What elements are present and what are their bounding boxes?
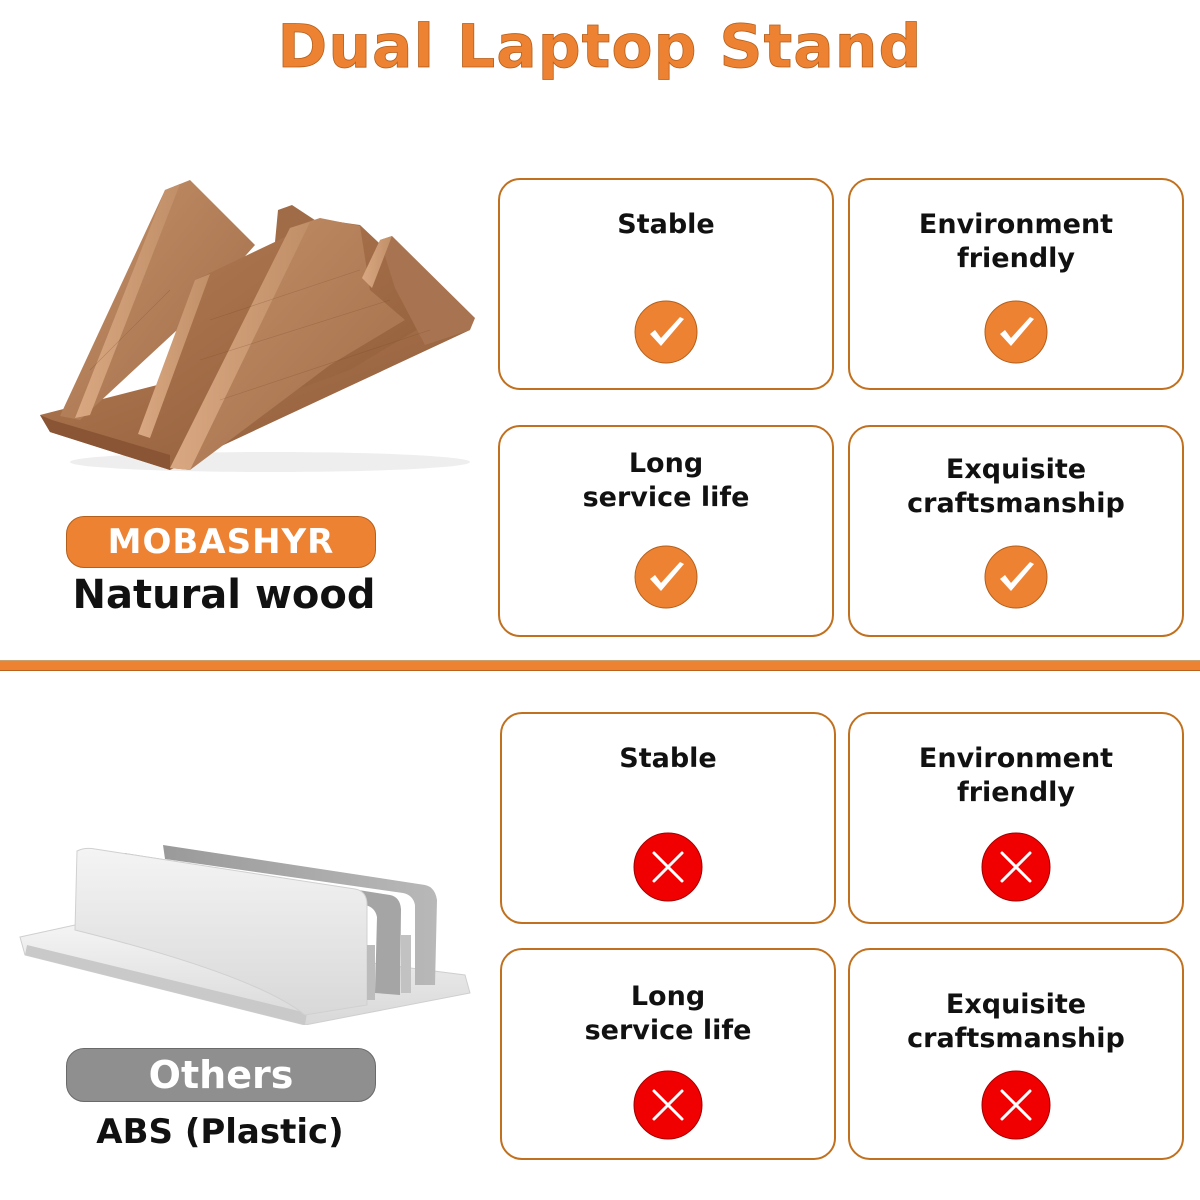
wooden-stand-illustration: [40, 180, 475, 472]
feature-card-exquisite-craftsmanship: Exquisite craftsmanship: [848, 948, 1184, 1160]
feature-card-stable: Stable: [498, 178, 834, 390]
cross-icon: [633, 832, 703, 902]
feature-card-environment-friendly: Environment friendly: [848, 712, 1184, 924]
feature-label: Long service life: [582, 448, 750, 513]
check-icon: [984, 545, 1048, 609]
feature-card-long-service-life: Long service life: [498, 425, 834, 637]
check-icon: [634, 300, 698, 364]
cross-icon: [981, 1070, 1051, 1140]
feature-label: Stable: [617, 209, 715, 240]
feature-label: Exquisite craftsmanship: [907, 989, 1125, 1054]
feature-card-environment-friendly: Environment friendly: [848, 178, 1184, 390]
check-icon: [634, 545, 698, 609]
cross-icon: [633, 1070, 703, 1140]
brand-badge-others: Others: [66, 1048, 376, 1102]
feature-card-long-service-life: Long service life: [500, 948, 836, 1160]
cross-icon: [981, 832, 1051, 902]
plastic-stand-image: [15, 825, 485, 1026]
feature-label: Environment friendly: [918, 209, 1114, 274]
feature-label: Environment friendly: [918, 743, 1114, 808]
page-title: Dual Laptop Stand: [277, 12, 923, 83]
brand-badge-mobashyr: MOBASHYR: [66, 516, 376, 568]
feature-card-exquisite-craftsmanship: Exquisite craftsmanship: [848, 425, 1184, 637]
material-label-wood: Natural wood: [72, 572, 376, 618]
feature-label: Long service life: [584, 981, 752, 1046]
check-icon: [984, 300, 1048, 364]
feature-card-stable: Stable: [500, 712, 836, 924]
feature-label: Exquisite craftsmanship: [907, 454, 1125, 519]
section-divider: [0, 660, 1200, 671]
feature-label: Stable: [619, 743, 717, 774]
material-label-plastic: ABS (Plastic): [96, 1112, 344, 1152]
wooden-stand-image: [30, 170, 490, 480]
plastic-stand-illustration: [19, 845, 471, 1026]
